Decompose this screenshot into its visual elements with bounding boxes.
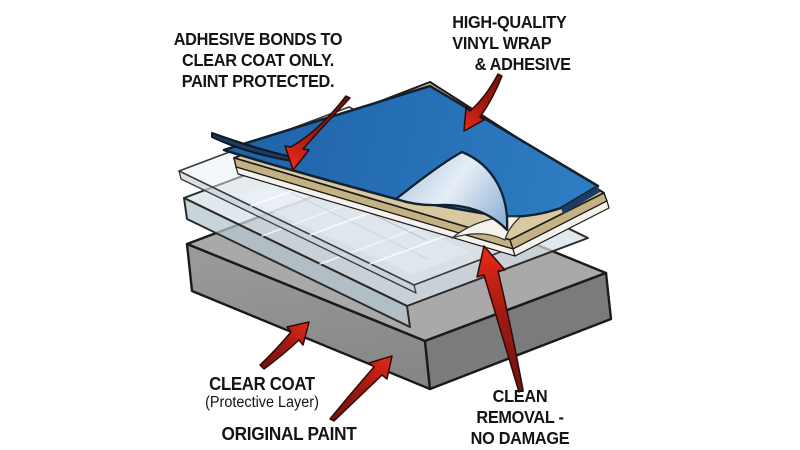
label-clean-removal: CLEAN REMOVAL - NO DAMAGE bbox=[460, 386, 581, 449]
label-title: CLEAR COAT bbox=[209, 374, 315, 394]
label-line: CLEAR COAT ONLY. bbox=[182, 50, 334, 70]
label-line: HIGH-QUALITY bbox=[452, 12, 567, 32]
label-subtitle: (Protective Layer) bbox=[205, 394, 319, 411]
arrow-adhesive-bonds bbox=[284, 95, 351, 171]
label-line: VINYL WRAP bbox=[452, 33, 552, 53]
label-line: ADHESIVE BONDS TO bbox=[173, 29, 343, 49]
label-line: CLEAN bbox=[492, 386, 548, 406]
label-line: PAINT PROTECTED. bbox=[181, 71, 335, 91]
label-adhesive-bonds: ADHESIVE BONDS TO CLEAR COAT ONLY. PAINT… bbox=[156, 29, 361, 92]
clear-sheet-edge bbox=[178, 170, 417, 294]
label-original-paint: ORIGINAL PAINT bbox=[201, 424, 378, 444]
clear-coat-front-face bbox=[183, 197, 411, 328]
label-line: REMOVAL - bbox=[476, 407, 564, 427]
paint-right-face bbox=[423, 271, 613, 391]
label-clear-coat: CLEAR COAT (Protective Layer) bbox=[178, 374, 345, 412]
label-vinyl-wrap: HIGH-QUALITY VINYL WRAP & ADHESIVE bbox=[452, 12, 592, 75]
arrow-vinyl-wrap bbox=[463, 73, 503, 132]
callout-arrows bbox=[259, 73, 524, 422]
arrow-clear-coat bbox=[259, 321, 310, 370]
label-line: NO DAMAGE bbox=[470, 428, 570, 448]
vinyl-right-edge bbox=[561, 186, 600, 214]
label-title: ORIGINAL PAINT bbox=[221, 423, 357, 444]
label-line: & ADHESIVE bbox=[474, 54, 571, 74]
liner-right-edge bbox=[512, 200, 610, 257]
arrow-original-paint bbox=[329, 355, 393, 422]
vinyl-wrap-layer bbox=[211, 84, 600, 241]
vinyl-peel-curl bbox=[394, 150, 509, 232]
arrow-clean-removal bbox=[476, 245, 524, 393]
